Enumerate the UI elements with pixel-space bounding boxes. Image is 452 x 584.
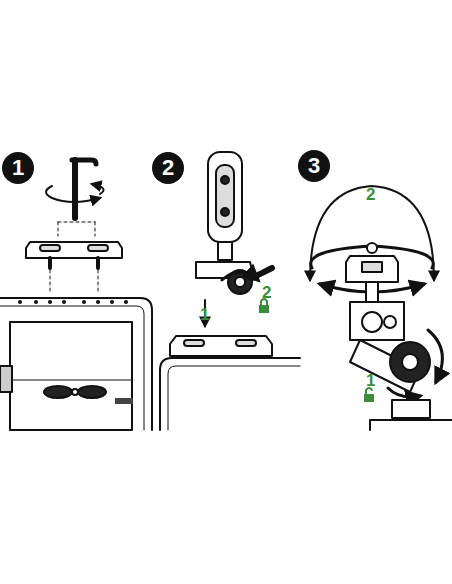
step-circle-shape <box>298 150 330 182</box>
step-number: 2 <box>152 152 184 184</box>
step-number: 3 <box>298 150 330 182</box>
step-circle-shape <box>2 152 34 184</box>
step-number: 1 <box>2 152 34 184</box>
step-number-text: 2 <box>162 157 174 179</box>
callout-number: 1 <box>200 306 209 323</box>
step-number-text: 3 <box>308 155 320 177</box>
step-number-text: 1 <box>12 157 24 179</box>
callout-number: 2 <box>366 186 375 203</box>
callout-number: 1 <box>366 372 375 389</box>
callout-number: 2 <box>262 284 271 301</box>
step-circle-shape <box>152 152 184 184</box>
